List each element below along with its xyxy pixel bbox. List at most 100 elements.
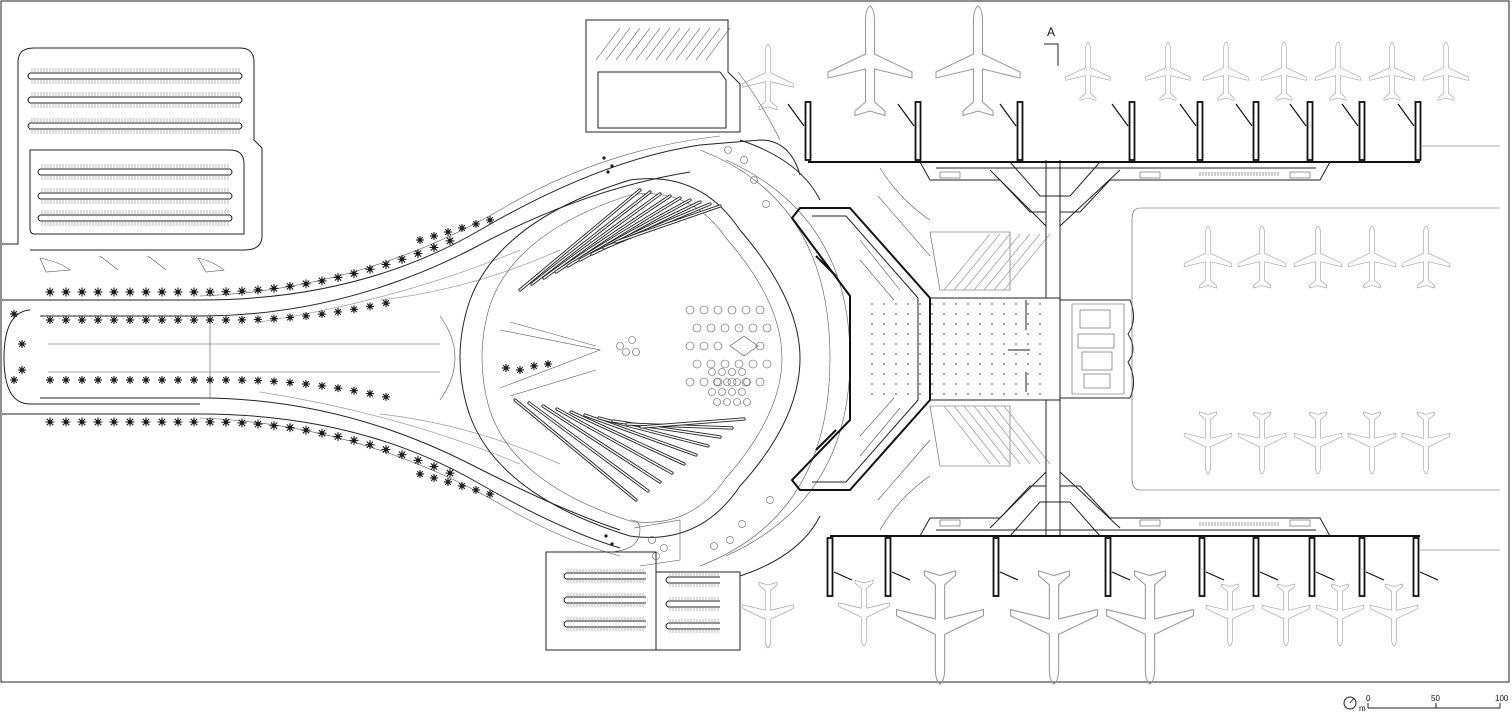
column	[907, 303, 909, 305]
column	[943, 383, 945, 385]
column	[955, 343, 957, 345]
column	[931, 363, 933, 365]
service-hatch-lines	[595, 27, 731, 61]
tree	[444, 228, 452, 236]
plaza-tree	[733, 398, 741, 406]
column	[895, 363, 897, 365]
tree	[237, 286, 247, 296]
pier-room	[1139, 171, 1161, 179]
column	[979, 333, 981, 335]
tree	[413, 455, 423, 465]
tree	[18, 340, 26, 348]
plaza-tree	[762, 323, 772, 333]
aircraft	[742, 581, 794, 649]
aircraft	[1205, 583, 1255, 647]
tree	[349, 269, 359, 279]
column	[991, 303, 993, 305]
column	[967, 333, 969, 335]
column	[943, 393, 945, 395]
aircraft	[1293, 411, 1343, 475]
column	[967, 373, 969, 375]
column	[1027, 333, 1029, 335]
tree	[109, 417, 119, 427]
parking-row	[639, 417, 746, 429]
column	[1027, 353, 1029, 355]
plaza-tree	[708, 368, 716, 376]
tree	[334, 384, 342, 393]
column	[955, 323, 957, 325]
column	[1015, 333, 1017, 335]
column	[931, 343, 933, 345]
column	[1027, 393, 1029, 395]
tree	[302, 380, 310, 389]
jet-bridge-north	[897, 101, 922, 161]
aircraft	[1237, 411, 1287, 475]
column	[943, 343, 945, 345]
tree	[397, 254, 407, 264]
scale-bar-unit: m	[1359, 704, 1366, 713]
aircraft	[827, 5, 913, 117]
jet-bridge-north	[1111, 101, 1136, 161]
column	[919, 393, 921, 395]
tree	[222, 376, 230, 384]
tree	[254, 315, 262, 324]
jet-bridge-south	[1104, 537, 1131, 597]
core-room	[1077, 333, 1115, 349]
bollard	[604, 534, 608, 538]
column	[907, 363, 909, 365]
parking-stall-row	[563, 617, 646, 631]
pier-room	[1139, 519, 1161, 527]
plaza-tree	[713, 378, 721, 386]
pier-north	[808, 161, 1420, 227]
tree	[285, 423, 295, 433]
column	[1039, 363, 1041, 365]
tree	[253, 285, 263, 295]
plaza-tree	[743, 378, 751, 386]
tree	[318, 310, 326, 319]
aircraft	[1010, 570, 1098, 685]
tree	[317, 276, 327, 286]
column	[919, 383, 921, 385]
parking-stall-row	[27, 118, 243, 134]
tree	[238, 315, 246, 324]
parking-row	[614, 204, 722, 244]
plaza-tree	[708, 388, 716, 396]
column	[1003, 313, 1005, 315]
tree	[334, 307, 342, 316]
tree	[93, 417, 103, 427]
column	[991, 353, 993, 355]
jet-bridge-north	[999, 101, 1024, 161]
tree	[366, 389, 374, 398]
plaza-tree	[733, 378, 741, 386]
column	[883, 303, 885, 305]
column	[979, 373, 981, 375]
column	[1027, 343, 1029, 345]
tree	[286, 378, 294, 387]
jet-bridge-south	[1252, 537, 1279, 597]
column	[907, 323, 909, 325]
aircraft	[838, 579, 890, 647]
landscape-trees	[10, 216, 552, 498]
tree	[301, 425, 311, 435]
tree	[141, 417, 151, 427]
jet-bridge-south	[826, 537, 853, 597]
column	[1039, 343, 1041, 345]
column	[919, 363, 921, 365]
tree	[254, 376, 262, 385]
column	[1003, 323, 1005, 325]
plaza-tree	[734, 323, 744, 333]
column	[1039, 313, 1041, 315]
column	[991, 373, 993, 375]
column	[979, 353, 981, 355]
jet-bridge-south	[1412, 537, 1439, 597]
tree	[206, 316, 214, 324]
tree	[486, 490, 494, 498]
column	[883, 383, 885, 385]
parking-row	[554, 194, 672, 274]
tree	[126, 376, 134, 384]
column	[943, 353, 945, 355]
jet-bridge-north	[1179, 101, 1204, 161]
column	[895, 343, 897, 345]
parking-stall-row	[665, 573, 720, 587]
